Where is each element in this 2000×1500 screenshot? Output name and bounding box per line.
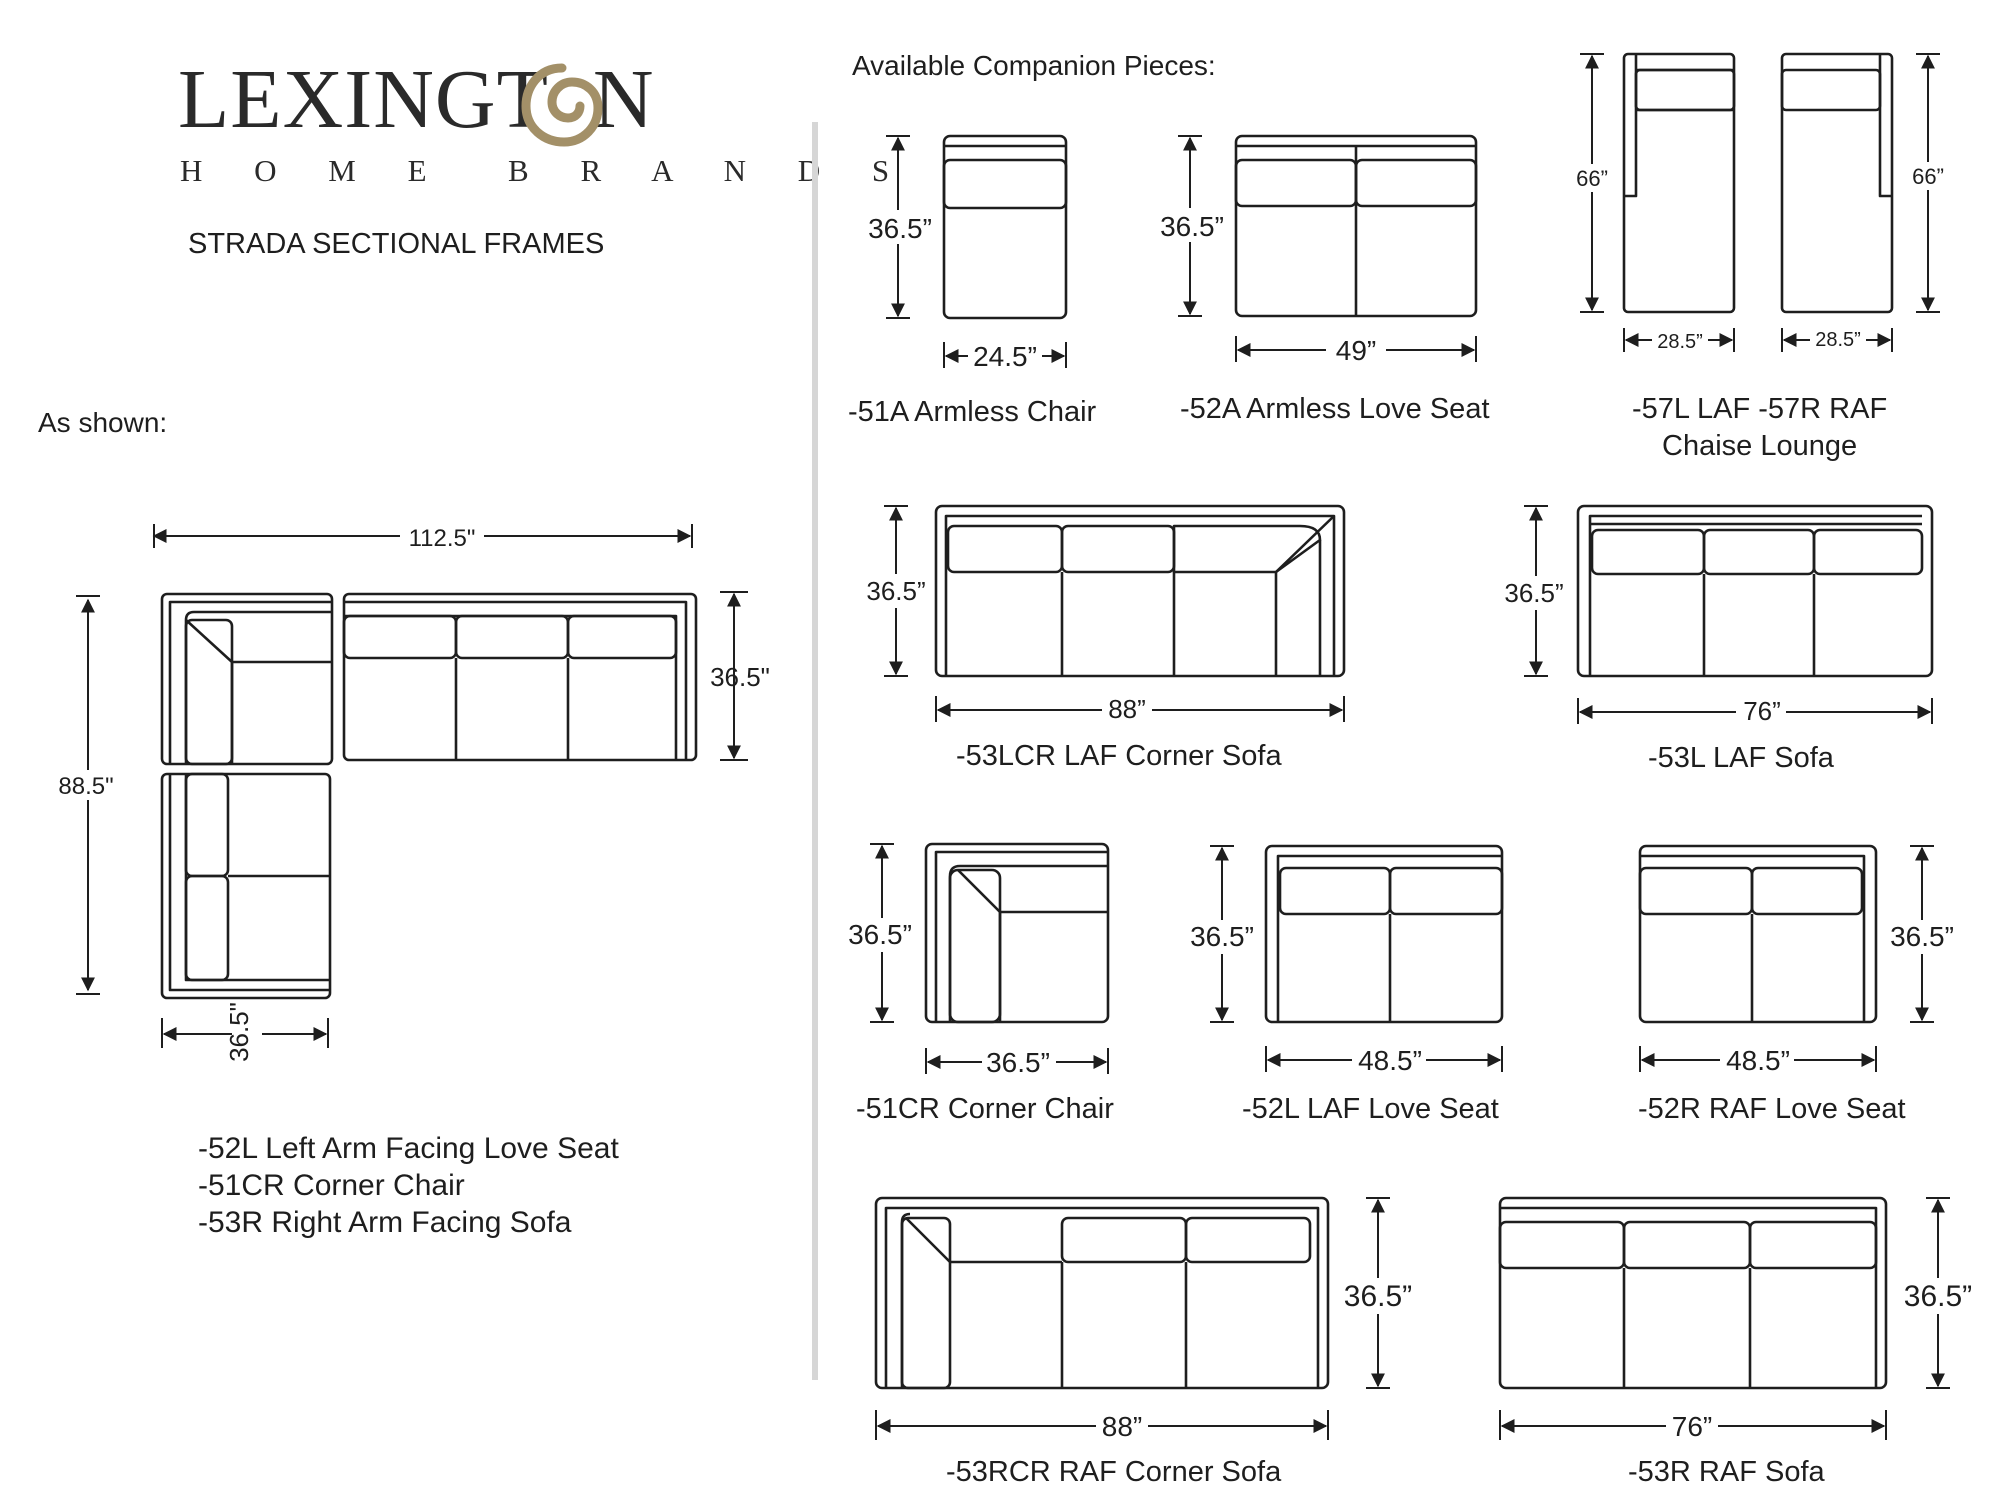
- dim-53r-width: 76”: [1672, 1411, 1712, 1442]
- caption-53rcr-raf-corner-sofa: -53RCR RAF Corner Sofa: [946, 1456, 1282, 1488]
- companion-heading: Available Companion Pieces:: [852, 50, 1216, 81]
- caption-53r-raf-sofa: -53R RAF Sofa: [1628, 1456, 1825, 1488]
- dim-57l-width: 28.5”: [1657, 331, 1703, 353]
- drawing-52l-laf-love-seat: [1264, 844, 1504, 1024]
- column-divider: [812, 122, 818, 1380]
- caption-52r-raf-love-seat: -52R RAF Love Seat: [1638, 1093, 1906, 1125]
- logo-subline: H O M E B R A N D S: [180, 153, 912, 188]
- dim-52a-height: 36.5”: [1160, 211, 1224, 242]
- dim-53l-width: 76”: [1743, 696, 1781, 726]
- page-title: STRADA SECTIONAL FRAMES: [188, 228, 605, 260]
- dim-51a-height: 36.5”: [868, 213, 932, 244]
- drawing-57l-chaise: [1622, 52, 1736, 314]
- dim-overall-width: 112.5": [409, 525, 476, 552]
- dim-52r-height: 36.5”: [1890, 921, 1954, 952]
- dim-51a-width: 24.5”: [973, 341, 1037, 372]
- caption-53l-laf-sofa: -53L LAF Sofa: [1648, 742, 1834, 774]
- drawing-53rcr-raf-corner-sofa: [874, 1196, 1330, 1390]
- caption-51a-armless-chair: -51A Armless Chair: [848, 396, 1097, 428]
- swirl-logo-icon: [521, 63, 603, 147]
- drawing-53l-laf-sofa: [1576, 504, 1934, 678]
- drawing-57r-chaise: [1780, 52, 1894, 314]
- dim-57l-height: 66”: [1576, 166, 1608, 191]
- as-shown-sectional-drawing: [160, 592, 698, 1000]
- caption-51cr-corner-chair: -51CR Corner Chair: [856, 1093, 1114, 1125]
- dim-53rcr-width: 88”: [1102, 1411, 1142, 1442]
- dimension-lines: [76, 53, 1950, 1440]
- dim-53lcr-width: 88”: [1108, 694, 1146, 724]
- as-shown-piece-3: -53R Right Arm Facing Sofa: [198, 1206, 572, 1239]
- dim-right-depth: 36.5": [710, 662, 770, 692]
- dim-53rcr-height: 36.5”: [1344, 1280, 1412, 1313]
- dim-53l-height: 36.5”: [1504, 578, 1563, 608]
- drawing-52r-raf-love-seat: [1638, 844, 1878, 1024]
- as-shown-piece-1: -52L Left Arm Facing Love Seat: [198, 1132, 619, 1165]
- dim-bottom-width: 36.5": [224, 1002, 254, 1062]
- caption-57-chaise-line1: -57L LAF -57R RAF: [1632, 393, 1888, 425]
- dim-52a-width: 49”: [1336, 335, 1376, 366]
- logo-wordmark: LEXINGT N: [178, 53, 655, 146]
- dim-53r-height: 36.5”: [1904, 1280, 1972, 1313]
- drawing-51cr-corner-chair: [924, 842, 1110, 1024]
- dim-52l-height: 36.5”: [1190, 921, 1254, 952]
- drawing-53r-raf-sofa: [1498, 1196, 1888, 1390]
- dim-51cr-height: 36.5”: [848, 919, 912, 950]
- dim-52r-width: 48.5”: [1726, 1045, 1790, 1076]
- drawing-53lcr-laf-corner-sofa: [934, 504, 1346, 678]
- dim-52l-width: 48.5”: [1358, 1045, 1422, 1076]
- dim-51cr-width: 36.5”: [986, 1047, 1050, 1078]
- caption-52l-laf-love-seat: -52L LAF Love Seat: [1242, 1093, 1499, 1125]
- as-shown-piece-2: -51CR Corner Chair: [198, 1169, 465, 1202]
- dim-57r-width: 28.5”: [1815, 329, 1861, 351]
- caption-52a-armless-love-seat: -52A Armless Love Seat: [1180, 393, 1490, 425]
- dim-53lcr-height: 36.5”: [866, 576, 925, 606]
- caption-57-chaise-line2: Chaise Lounge: [1662, 430, 1858, 462]
- dim-57r-height: 66”: [1912, 164, 1944, 189]
- caption-53lcr-laf-corner-sofa: -53LCR LAF Corner Sofa: [956, 740, 1282, 772]
- dimension-labels: 112.5" 88.5" 36.5" 36.5" 36.5” 24.5” 36.…: [50, 162, 1978, 1442]
- dim-overall-depth: 88.5": [58, 773, 113, 800]
- drawing-52a-armless-love-seat: [1234, 134, 1478, 318]
- drawing-51a-armless-chair: [942, 134, 1068, 320]
- as-shown-heading: As shown:: [38, 407, 168, 438]
